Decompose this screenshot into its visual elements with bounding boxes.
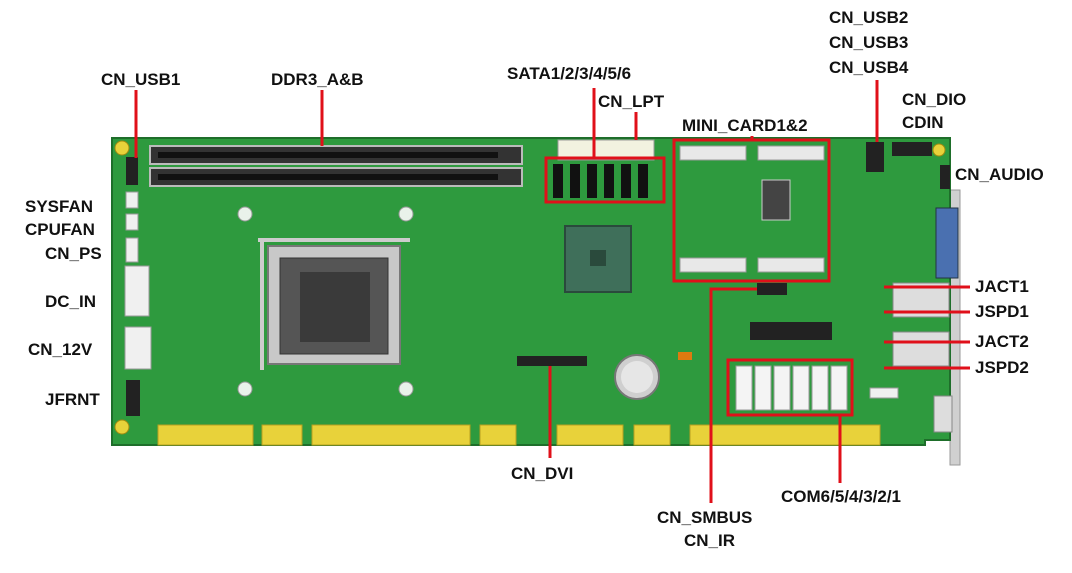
label-cn-12v: CN_12V: [28, 340, 93, 359]
dvi-header: [517, 356, 587, 366]
label-mini-card: MINI_CARD1&2: [682, 116, 808, 135]
io-connector-bottom: [933, 395, 953, 433]
cpu-socket: [258, 238, 410, 370]
label-cn-dio: CN_DIO: [902, 90, 967, 109]
label-jact2: JACT2: [975, 332, 1029, 351]
label-jact1: JACT1: [975, 277, 1029, 296]
com-headers: [735, 365, 848, 411]
smbus-header: [757, 283, 787, 295]
chipset: [564, 225, 632, 293]
mounting-holes: [114, 140, 946, 435]
label-cn-ps: CN_PS: [45, 244, 102, 263]
label-cn-lpt: CN_LPT: [598, 92, 665, 111]
label-dc-in: DC_IN: [45, 292, 97, 311]
label-ddr3: DDR3_A&B: [271, 70, 364, 89]
audio-header: [940, 165, 950, 189]
ddr3-slots: [149, 145, 523, 187]
left-headers: [124, 157, 152, 416]
dio-header: [892, 142, 932, 156]
small-header: [869, 387, 899, 399]
label-jspd1: JSPD1: [975, 302, 1029, 321]
label-cdin: CDIN: [902, 113, 944, 132]
label-cn-usb3: CN_USB3: [829, 33, 909, 52]
gold-edge-fingers: [157, 424, 881, 446]
label-jspd2: JSPD2: [975, 358, 1029, 377]
label-cn-dvi: CN_DVI: [511, 464, 574, 483]
label-cn-ir: CN_IR: [684, 531, 736, 550]
leader-lines: [134, 80, 970, 503]
label-sysfan: SYSFAN: [25, 197, 94, 216]
label-cn-usb1: CN_USB1: [101, 70, 181, 89]
jumper: [678, 352, 692, 360]
label-com: COM6/5/4/3/2/1: [781, 487, 902, 506]
label-cn-smbus: CN_SMBUS: [657, 508, 753, 527]
usb-headers: [866, 142, 884, 172]
label-cn-usb2: CN_USB2: [829, 8, 909, 27]
lpt-header: [557, 139, 655, 161]
sata-connectors: [553, 164, 648, 198]
label-cn-usb4: CN_USB4: [829, 58, 909, 77]
misc-headers: [750, 322, 832, 340]
vga-connector: [935, 207, 959, 279]
label-cpufan: CPUFAN: [25, 220, 95, 239]
battery: [614, 354, 660, 400]
label-sata: SATA1/2/3/4/5/6: [507, 64, 632, 83]
label-jfrnt: JFRNT: [45, 390, 100, 409]
mini-card-slots: [679, 145, 825, 273]
lan2-connector: [892, 331, 950, 367]
label-cn-audio: CN_AUDIO: [955, 165, 1044, 184]
